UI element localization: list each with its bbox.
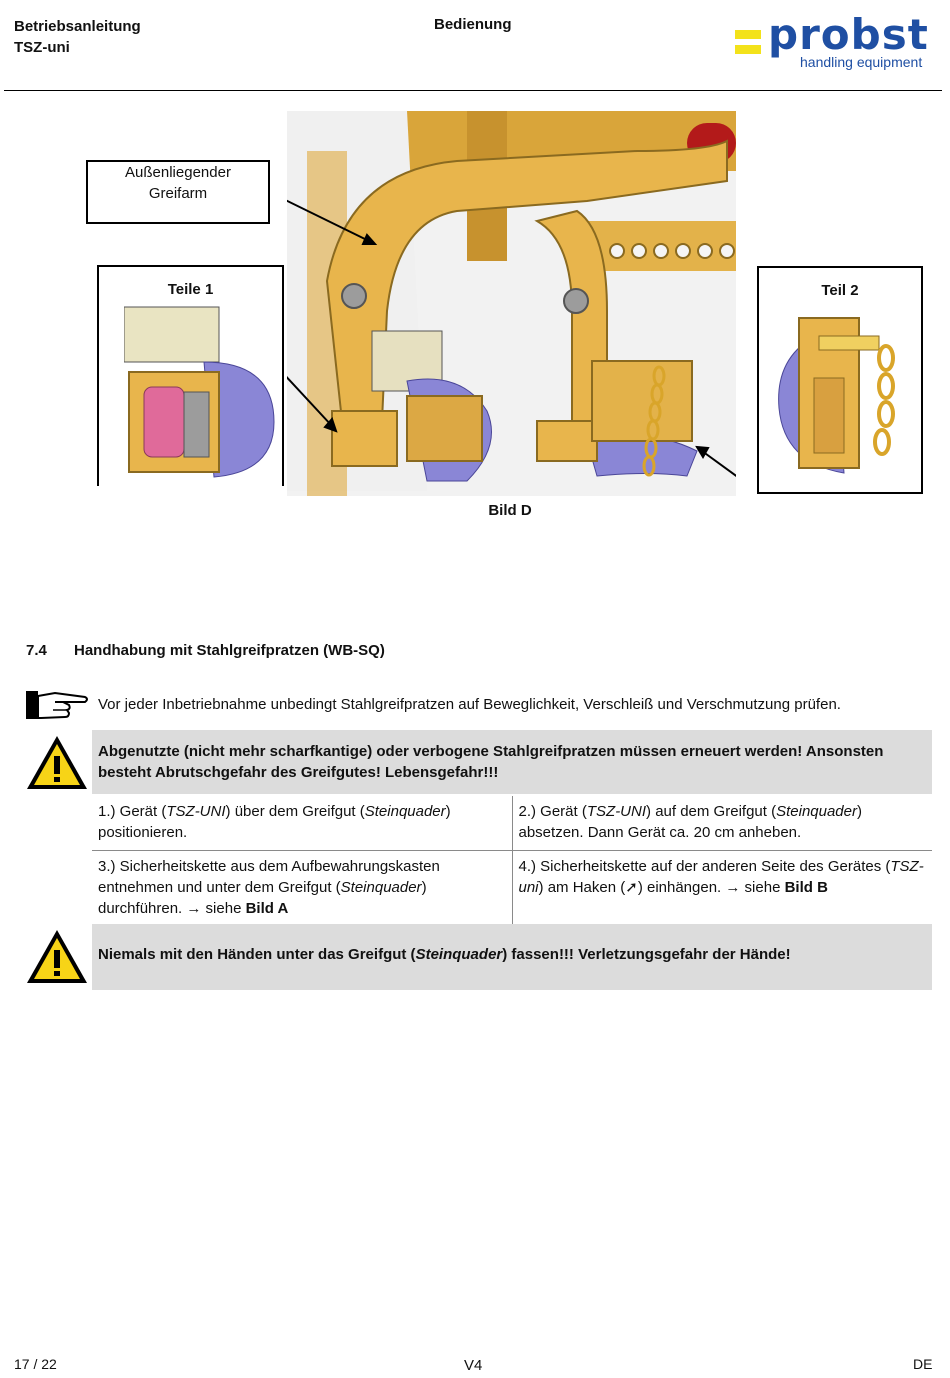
warning-text-2: Niemals mit den Händen unter das Greifgu… (98, 946, 791, 963)
right-arrow-icon: → (186, 900, 202, 917)
part-2-illustration (778, 317, 895, 474)
logo-bar-bottom (735, 45, 761, 54)
right-arrow-icon: → (725, 879, 741, 896)
warning-text-1: Abgenutzte (nicht mehr scharfkantige) od… (98, 743, 884, 781)
doc-version: V4 (464, 1357, 483, 1374)
header-divider (4, 90, 942, 91)
section-number: 7.4 (26, 642, 47, 659)
header-section: Bedienung (434, 16, 512, 33)
steps-table: 1.) Gerät (TSZ-UNI) über dem Greifgut (S… (92, 796, 932, 926)
warning-triangle-icon (27, 736, 87, 789)
doc-model: TSZ-uni (14, 39, 70, 56)
pointing-hand-icon (26, 691, 88, 719)
step-1: 1.) Gerät (TSZ-UNI) über dem Greifgut (S… (92, 796, 513, 851)
detail-title-part-1: Teile 1 (167, 281, 214, 298)
callout-line-1: Außenliegender (125, 164, 231, 181)
callout-outer-arm: Außenliegender Greifarm (86, 160, 270, 224)
page-number: 17 / 22 (14, 1356, 57, 1372)
figure-caption: Bild D (488, 502, 532, 519)
hook-arrow-icon: ➚ (625, 879, 638, 896)
language-code: DE (913, 1356, 933, 1372)
callout-line-2: Greifarm (148, 185, 208, 202)
detail-box-part-1: Teile 1 (97, 265, 284, 486)
gripper-illustration (287, 111, 736, 496)
part-1-illustration (124, 306, 275, 478)
header-doc-info: Betriebsanleitung TSZ-uni (14, 16, 141, 58)
detail-title-part-2: Teil 2 (821, 282, 859, 299)
note-text: Vor jeder Inbetriebnahme unbedingt Stahl… (98, 696, 841, 713)
logo-bar-top (735, 30, 761, 39)
doc-title: Betriebsanleitung (14, 18, 141, 35)
step-2: 2.) Gerät (TSZ-UNI) auf dem Greifgut (St… (512, 796, 932, 851)
probst-logo: probst handling equipment (735, 10, 935, 74)
warning-box-2: Niemals mit den Händen unter das Greifgu… (92, 924, 932, 990)
step-4: 4.) Sicherheitskette auf der anderen Sei… (518, 858, 924, 896)
step-3: 3.) Sicherheitskette aus dem Aufbewahrun… (92, 850, 513, 926)
logo-word: probst (768, 10, 929, 59)
logo-subtitle: handling equipment (800, 54, 923, 70)
section-title: Handhabung mit Stahlgreifpratzen (WB-SQ) (74, 642, 385, 659)
warning-triangle-icon (27, 930, 87, 983)
detail-box-part-2: Teil 2 (757, 266, 923, 494)
warning-box-1: Abgenutzte (nicht mehr scharfkantige) od… (92, 730, 932, 794)
